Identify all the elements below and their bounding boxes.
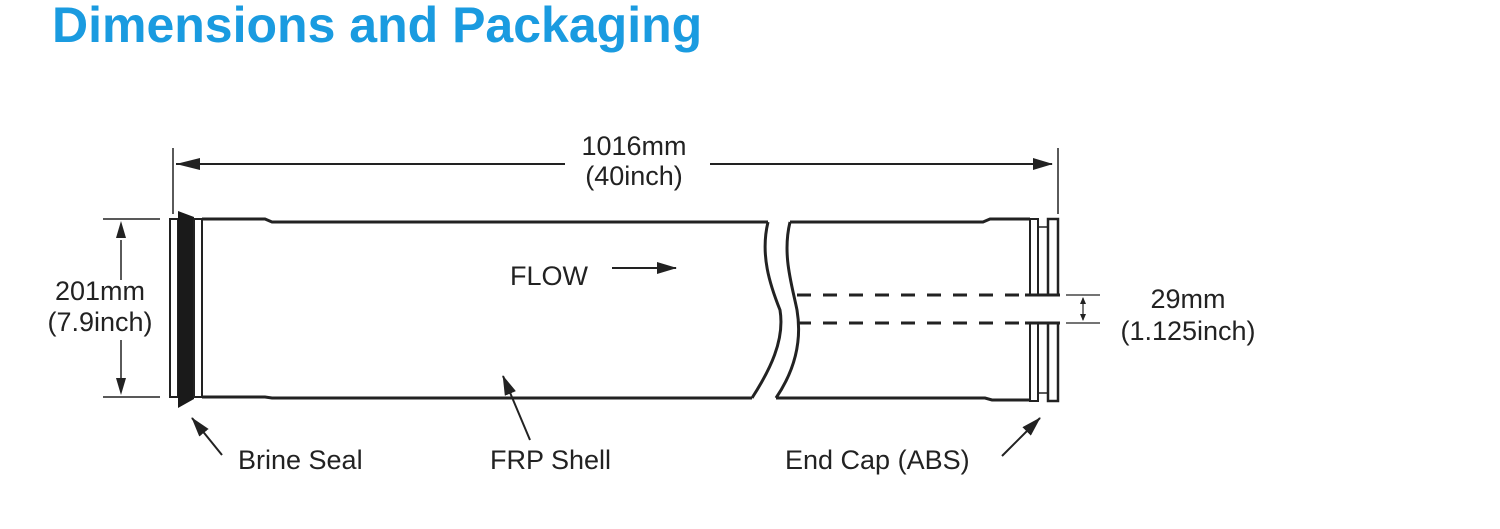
length-mm-label: 1016mm — [581, 131, 686, 161]
bore-mm-label: 29mm — [1150, 284, 1225, 314]
frp-shell — [202, 217, 1030, 402]
diameter-dimension: 201mm (7.9inch) — [47, 218, 160, 398]
length-inch-label: (40inch) — [585, 161, 683, 191]
flow-label: FLOW — [510, 261, 589, 291]
end-cap-arrow-icon — [1001, 417, 1041, 457]
brine-seal — [169, 211, 203, 408]
frp-shell-label: FRP Shell — [490, 445, 611, 475]
end-cap — [1025, 217, 1060, 403]
page-title: Dimensions and Packaging — [52, 0, 703, 53]
length-dimension: 1016mm (40inch) — [172, 131, 1059, 214]
diameter-mm-label: 201mm — [55, 276, 145, 306]
brine-seal-label: Brine Seal — [238, 445, 363, 475]
diameter-inch-label: (7.9inch) — [47, 307, 152, 337]
end-cap-label: End Cap (ABS) — [785, 445, 970, 475]
frp-shell-arrow-icon — [502, 375, 531, 441]
brine-seal-arrow-icon — [191, 417, 223, 456]
bore-dimension: 29mm (1.125inch) — [1066, 284, 1256, 346]
bore-inch-label: (1.125inch) — [1120, 316, 1255, 346]
